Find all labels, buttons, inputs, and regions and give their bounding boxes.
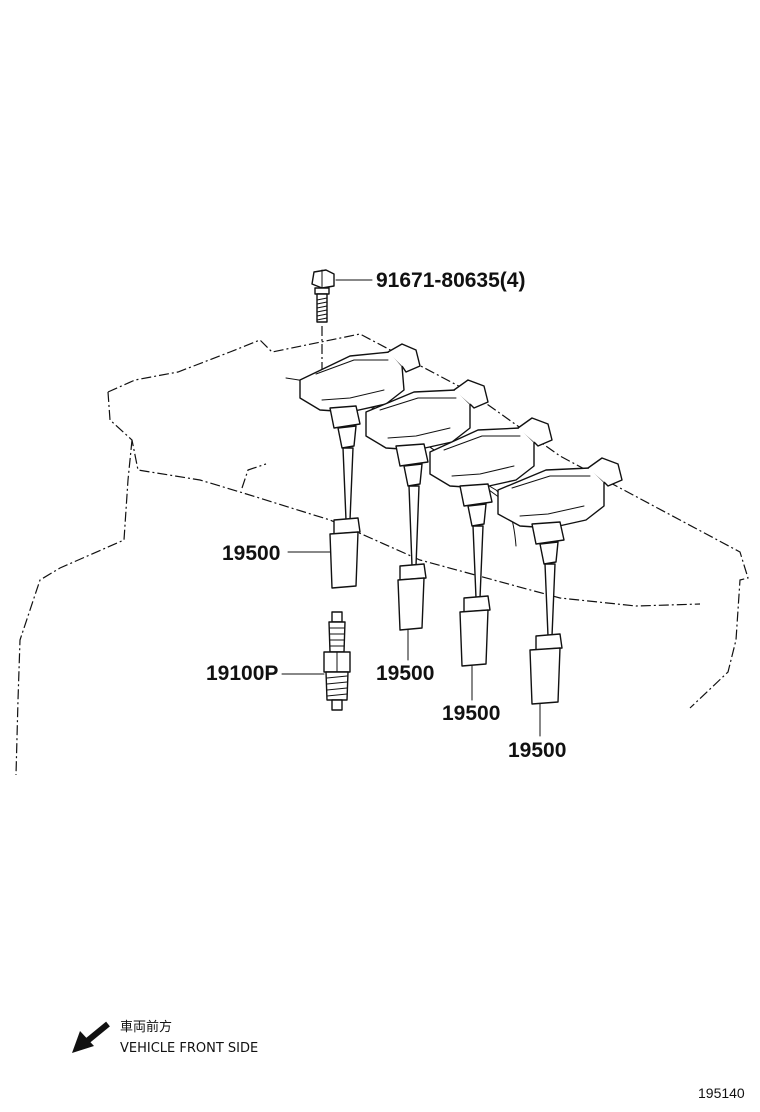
callout-coil-1: 19500 xyxy=(222,542,280,565)
ignition-coil-1 xyxy=(299,343,421,589)
ignition-coil-2 xyxy=(365,379,489,631)
ignition-coil-4 xyxy=(497,457,623,705)
leader-lines xyxy=(281,279,541,737)
front-note-jp: 車両前方 xyxy=(120,1019,172,1035)
ignition-coil-3 xyxy=(429,417,553,667)
callout-coil-4: 19500 xyxy=(508,739,566,762)
callout-coil-3: 19500 xyxy=(442,702,500,725)
bolt xyxy=(311,269,335,378)
front-arrow-icon xyxy=(72,1021,110,1053)
spark-plug xyxy=(323,611,351,711)
callout-coil-2: 19500 xyxy=(376,662,434,685)
callout-bolt: 91671-80635(4) xyxy=(376,269,525,292)
front-note-en: VEHICLE FRONT SIDE xyxy=(120,1041,258,1056)
figure-code: 195140 xyxy=(698,1085,745,1101)
callout-spark-plug: 19100P xyxy=(206,662,278,685)
